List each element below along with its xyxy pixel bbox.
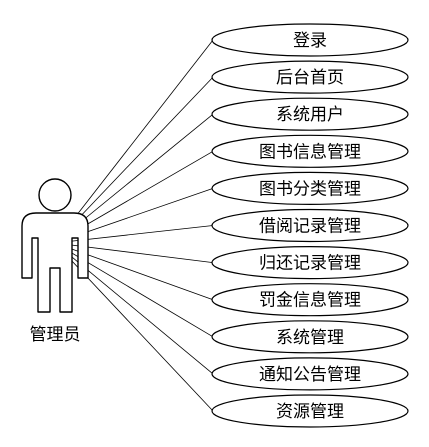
use-case-list: 登录后台首页系统用户图书信息管理图书分类管理借阅记录管理归还记录管理罚金信息管理…: [211, 23, 409, 428]
use-case-label: 资源管理: [276, 402, 344, 422]
use-case-label: 图书信息管理: [259, 142, 361, 162]
use-case-label: 通知公告管理: [259, 365, 361, 385]
use-case-ellipse: [211, 246, 409, 280]
use-case-ellipse: [211, 394, 409, 428]
use-case-ellipse: [211, 171, 409, 205]
use-case-label: 系统用户: [276, 105, 344, 125]
use-case-label: 登录: [293, 31, 327, 51]
use-case-ellipse: [211, 60, 409, 94]
actor-body: [21, 212, 89, 313]
use-case: 罚金信息管理: [211, 283, 409, 317]
use-case-ellipse: [211, 23, 409, 57]
use-case: 后台首页: [211, 60, 409, 94]
use-case-ellipse: [211, 208, 409, 243]
use-case-ellipse: [211, 134, 409, 168]
association-line: [54, 39, 214, 244]
actor-administrator: 管理员: [21, 178, 89, 345]
use-case: 借阅记录管理: [211, 208, 409, 243]
use-case-label: 借阅记录管理: [259, 217, 361, 237]
use-case-ellipse: [211, 97, 409, 131]
use-case-label: 罚金信息管理: [259, 291, 361, 311]
use-case: 通知公告管理: [211, 357, 409, 391]
use-case: 资源管理: [211, 394, 409, 428]
actor-label: 管理员: [30, 325, 81, 345]
actor-head: [38, 178, 72, 212]
use-case: 图书信息管理: [211, 134, 409, 168]
use-case-label: 后台首页: [276, 68, 344, 88]
use-case: 系统用户: [211, 97, 409, 131]
use-case: 归还记录管理: [211, 246, 409, 280]
use-case: 登录: [211, 23, 409, 57]
use-case-ellipse: [211, 357, 409, 391]
use-case: 图书分类管理: [211, 171, 409, 205]
use-case-ellipse: [211, 283, 409, 317]
use-case-label: 归还记录管理: [259, 254, 361, 274]
use-case-label: 图书分类管理: [259, 179, 361, 199]
use-case: 系统管理: [211, 320, 409, 354]
use-case-label: 系统管理: [276, 328, 344, 348]
use-case-ellipse: [211, 320, 409, 354]
